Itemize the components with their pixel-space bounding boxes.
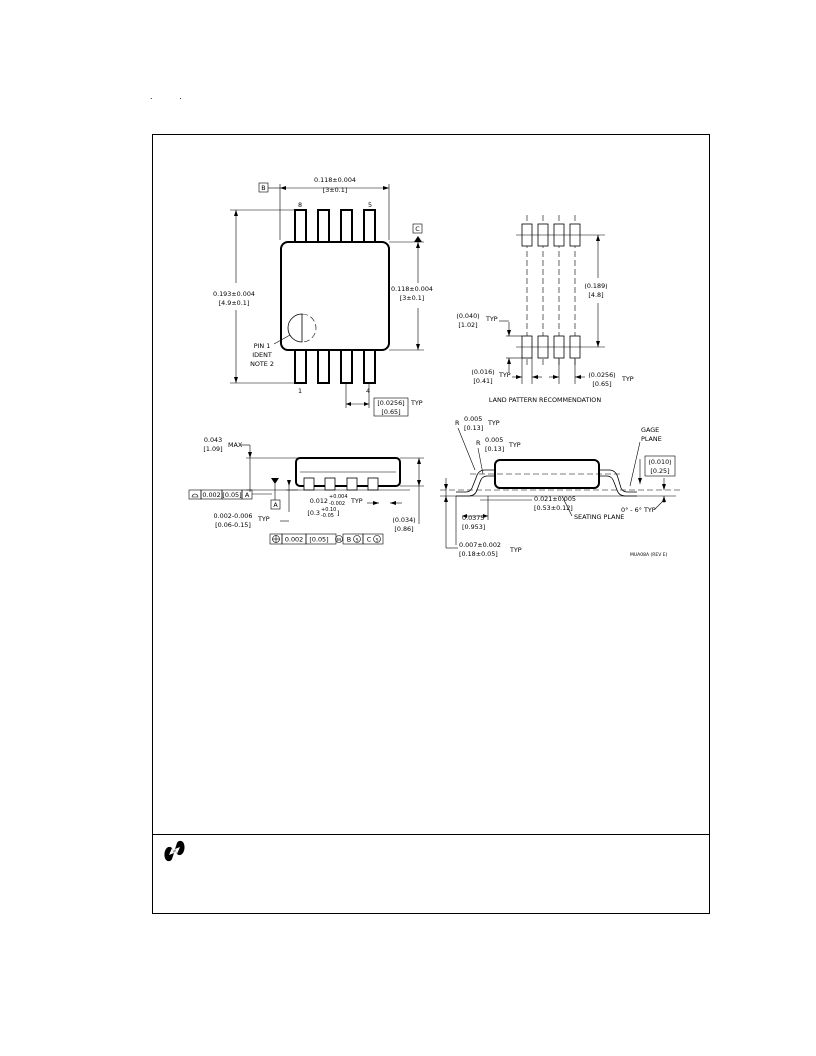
radius1-dim: 0.005 (464, 415, 482, 423)
position-datum-b: B (347, 536, 351, 544)
datum-c-label: C (415, 225, 420, 233)
land-pad-len-dim: (0.040) (456, 312, 479, 320)
land-span-dim-mm: [4.8] (588, 291, 603, 299)
lead-width-mm-close: ] (337, 509, 340, 517)
package-body (280, 241, 390, 351)
position-tol: 0.002 (285, 536, 303, 544)
foot-width-dim: 0.021±0.005 (534, 495, 576, 503)
flatness-tol: 0.002 (202, 491, 220, 499)
standoff-typ: TYP (257, 515, 270, 523)
datum-a-label: A (273, 501, 278, 509)
standoff-dim-mm: [0.06-0.15] (215, 521, 251, 529)
pin5-label: 5 (368, 201, 372, 209)
lead-width-tol-plus: +0.004 (329, 494, 348, 500)
land-pitch-typ: TYP (621, 375, 634, 383)
lead-width-tol-minus: -0.002 (329, 501, 345, 507)
lead-width-typ: TYP (350, 497, 363, 505)
pin1-label: 1 (298, 387, 302, 395)
position-modifier-m: M (337, 537, 341, 543)
land-pad-len-dim-mm: [1.02] (458, 321, 477, 329)
pitch-dim: [0.0256] (377, 399, 404, 407)
top-view: 0.118±0.004 [3±0.1] B 8 5 1 4 PIN 1 IDEN… (213, 176, 433, 417)
company-logo (164, 840, 185, 862)
pitch-typ: TYP (410, 399, 423, 407)
flatness-datum: A (245, 491, 250, 499)
drawing-id: MUA08A (REV E) (630, 552, 668, 558)
gage-dim-mm: [0.25] (650, 467, 669, 475)
max-height-dim: 0.043 (204, 436, 222, 444)
lead-thickness-dim: 0.007±0.002 (459, 541, 501, 549)
footer-divider (152, 834, 710, 835)
body-height-dim-mm: [3±0.1] (400, 294, 425, 302)
foot-length-dim: 0.0375 (462, 514, 484, 522)
land-span-dim: (0.189) (584, 282, 607, 290)
body-thickness-dim-mm: [0.86] (394, 525, 413, 533)
pin8-label: 8 (298, 201, 302, 209)
land-pattern-caption: LAND PATTERN RECOMMENDATION (489, 396, 601, 404)
lead-width-mm-tol-plus: +0.10 (321, 507, 336, 513)
body-thickness-dim: (0.034) (392, 516, 415, 524)
position-tol-mm: [0.05] (309, 536, 328, 544)
standoff-dim: 0.002-0.006 (214, 512, 253, 520)
radius2-dim: 0.005 (485, 436, 503, 444)
top-width-dim: 0.118±0.004 (314, 176, 356, 184)
top-width-dim-mm: [3±0.1] (323, 186, 348, 194)
land-pad-len-typ: TYP (485, 315, 498, 323)
lead-width-dim-mm: [0.3 (307, 509, 320, 517)
land-pad-w-typ: TYP (498, 371, 511, 379)
max-height-label: MAX (228, 441, 243, 449)
body-height-dim: 0.118±0.004 (391, 285, 433, 293)
lead-width-mm-tol-minus: -0.05 (321, 513, 334, 519)
overall-height-dim-mm: [4.9±0.1] (219, 299, 250, 307)
radius1-dim-mm: [0.13] (464, 424, 483, 432)
lead-width-dim: 0.012 (310, 497, 328, 505)
end-view: R 0.005 [0.13] TYP R 0.005 [0.13] TYP GA… (440, 415, 680, 558)
datum-b-label: B (261, 184, 265, 192)
foot-width-dim-mm: [0.53±0.12] (534, 504, 573, 512)
position-datum-c: C (367, 536, 372, 544)
land-pitch-dim-mm: [0.65] (592, 380, 611, 388)
radius2-typ: TYP (508, 441, 521, 449)
drawing-frame (152, 134, 710, 914)
pin1-ident-line3: NOTE 2 (250, 360, 274, 368)
position-modifier-s1: S (356, 537, 359, 543)
side-view: 0.043 [1.09] MAX 0.002 [0.05] A A (188, 436, 424, 545)
lead-angle-typ: TYP (643, 506, 656, 514)
gage-plane-line2: PLANE (641, 435, 662, 443)
land-pad-w-dim-mm: [0.41] (473, 377, 492, 385)
lead-angle: 0° - 6° (621, 506, 642, 514)
radius1-typ: TYP (487, 419, 500, 427)
gage-plane-line1: GAGE (641, 426, 659, 434)
gage-dim: (0.010) (648, 458, 671, 466)
land-pattern: (0.189) [4.8] (0.040) [1.02] TYP (0.016)… (456, 215, 634, 404)
pin1-ident-line1: PIN 1 (254, 342, 271, 350)
radius2-symbol: R (476, 439, 481, 447)
radius2-dim-mm: [0.13] (485, 445, 504, 453)
land-pad-w-dim: (0.016) (471, 368, 494, 376)
radius1-symbol: R (455, 419, 460, 427)
lead-thickness-typ: TYP (509, 546, 522, 554)
max-height-dim-mm: [1.09] (203, 445, 222, 453)
header-dots: . . (150, 92, 194, 101)
pin4-label: 4 (366, 387, 370, 395)
seating-plane-label: SEATING PLANE (574, 513, 624, 521)
pitch-dim-mm: [0.65] (381, 408, 400, 416)
overall-height-dim: 0.193±0.004 (213, 290, 255, 298)
foot-length-dim-mm: [0.953] (462, 523, 485, 531)
land-pitch-dim: (0.0256) (588, 371, 615, 379)
lead-thickness-dim-mm: [0.18±0.05] (459, 550, 498, 558)
position-modifier-s2: S (376, 537, 379, 543)
pin1-ident-line2: IDENT (252, 351, 272, 359)
flatness-tol-mm: [0.05] (222, 491, 241, 499)
